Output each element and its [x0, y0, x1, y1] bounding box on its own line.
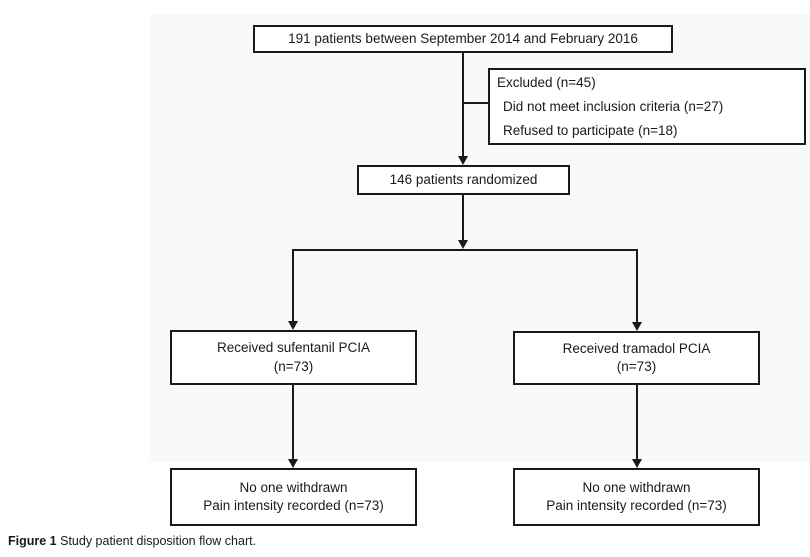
sufentanil-arm-line2: (n=73): [273, 358, 314, 374]
connector-to-excluded: [464, 102, 488, 104]
connector-sufentanil-to-outcome: [292, 385, 294, 460]
sufentanil-outcome-line2: Pain intensity recorded (n=73): [203, 498, 384, 513]
enrollment-box: 191 patients between September 2014 and …: [253, 25, 673, 53]
arrowhead-to-sufentanil: [288, 321, 298, 330]
excluded-reason: Refused to participate (n=18): [503, 122, 678, 138]
sufentanil-arm-box: Received sufentanil PCIA (n=73): [170, 330, 417, 385]
figure-caption: Figure 1 Study patient disposition flow …: [8, 534, 256, 548]
connector-enrollment-to-randomized: [462, 53, 464, 157]
figure-caption-label: Figure 1: [8, 534, 57, 548]
tramadol-arm-line2: (n=73): [616, 359, 657, 374]
sufentanil-outcome-box: No one withdrawn Pain intensity recorded…: [170, 468, 417, 526]
arrowhead-to-split: [458, 240, 468, 249]
tramadol-outcome-line2: Pain intensity recorded (n=73): [546, 498, 727, 513]
excluded-box: Excluded (n=45) Did not meet inclusion c…: [488, 68, 806, 145]
arrowhead-to-tramadol-outcome: [632, 459, 642, 468]
excluded-title: Excluded (n=45): [497, 74, 596, 90]
sufentanil-arm-line1: Received sufentanil PCIA: [216, 340, 371, 356]
connector-split-horizontal: [292, 249, 638, 251]
connector-tramadol-to-outcome: [636, 385, 638, 460]
figure-caption-text: Study patient disposition flow chart.: [60, 534, 257, 548]
connector-split-to-tramadol: [636, 251, 638, 323]
sufentanil-outcome-line1: No one withdrawn: [239, 479, 348, 495]
tramadol-arm-line1: Received tramadol PCIA: [562, 340, 711, 356]
arrowhead-to-randomized: [458, 156, 468, 165]
connector-randomized-to-split: [462, 195, 464, 241]
randomized-box: 146 patients randomized: [357, 165, 570, 195]
randomized-text: 146 patients randomized: [389, 171, 538, 187]
enrollment-text: 191 patients between September 2014 and …: [288, 30, 638, 46]
excluded-reason: Did not meet inclusion criteria (n=27): [503, 98, 724, 114]
tramadol-outcome-box: No one withdrawn Pain intensity recorded…: [513, 468, 760, 526]
arrowhead-to-sufentanil-outcome: [288, 459, 298, 468]
tramadol-outcome-line1: No one withdrawn: [582, 479, 691, 495]
arrowhead-to-tramadol: [632, 322, 642, 331]
tramadol-arm-box: Received tramadol PCIA (n=73): [513, 331, 760, 385]
connector-split-to-sufentanil: [292, 251, 294, 322]
